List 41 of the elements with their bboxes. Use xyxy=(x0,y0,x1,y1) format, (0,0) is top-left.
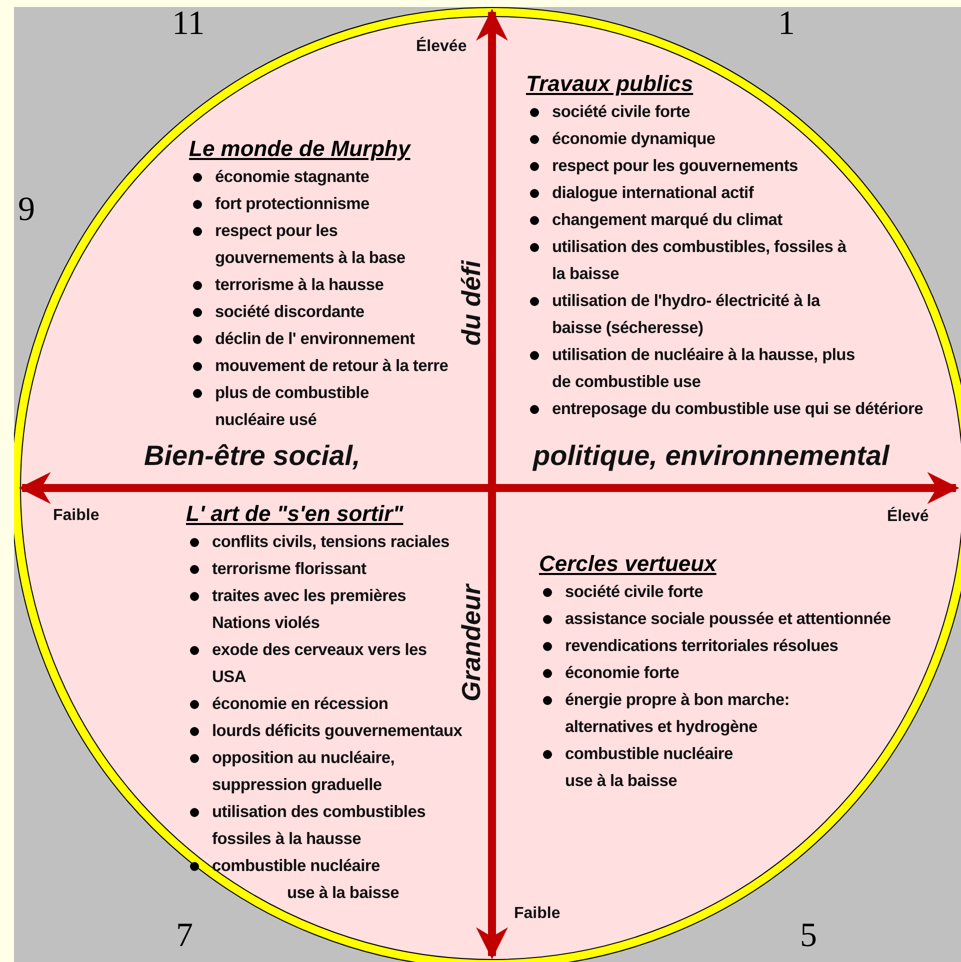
list-item-text: entreposage du combustible use qui se détériore xyxy=(552,399,923,420)
list-item-text: changement marqué du climat xyxy=(552,210,782,231)
list-item-text: fort protectionnisme xyxy=(215,194,370,215)
axis-end-label: Élevé xyxy=(887,509,929,525)
axis-title: Bien-être social, xyxy=(144,442,360,470)
axis-title: Grandeur xyxy=(458,584,484,702)
quadrant-heading: Cercles vertueux xyxy=(539,551,716,577)
list-item-text: terrorisme florissant xyxy=(212,559,366,580)
list-item-text: terrorisme à la hausse xyxy=(215,275,384,296)
list-item-text: mouvement de retour à la terre xyxy=(215,356,448,377)
list-item-text: société discordante xyxy=(215,302,364,323)
clock-number: 7 xyxy=(176,918,193,954)
clock-number: 9 xyxy=(18,192,35,228)
list-item-text: utilisation de l'hydro- électricité à la baisse (sécheresse) xyxy=(552,291,822,339)
list-item-text: revendications territoriales résolues xyxy=(565,636,838,657)
clock-number: 5 xyxy=(800,918,817,954)
quadrant-heading: Travaux publics xyxy=(526,71,694,97)
quadrant-heading: Le monde de Murphy xyxy=(189,136,410,162)
list-item-text: combustible nucléaire use à la baisse xyxy=(565,744,734,792)
clock-number: 11 xyxy=(172,7,205,42)
list-item-text: société civile forte xyxy=(552,102,690,123)
list-item-text: déclin de l' environnement xyxy=(215,329,415,350)
list-item-text: lourds déficits gouvernementaux xyxy=(212,721,462,742)
list-item-text: société civile forte xyxy=(565,582,703,603)
list-item-text: conflits civils, tensions raciales xyxy=(212,532,450,553)
list-item-text: plus de combustible nucléaire usé xyxy=(215,383,370,431)
list-item-text: économie forte xyxy=(565,663,680,684)
axis-end-label: Faible xyxy=(53,508,100,524)
list-item-text: économie dynamique xyxy=(552,129,716,150)
axis-end-label: Élevée xyxy=(416,39,467,55)
list-item-text: dialogue international actif xyxy=(552,183,754,204)
list-item-text: respect pour les gouvernements xyxy=(552,156,798,177)
axis-title: politique, environnemental xyxy=(533,442,890,470)
list-item-text: économie en récession xyxy=(212,694,388,715)
quadrant-heading: L' art de "s'en sortir" xyxy=(186,501,404,527)
list-item-text: combustible nucléaire use à la baisse xyxy=(212,856,400,904)
list-item-text: économie stagnante xyxy=(215,167,370,188)
axis-end-label: Faible xyxy=(514,906,560,922)
axis-title: du défi xyxy=(458,260,484,346)
list-item-text: assistance sociale poussée et attentionnée xyxy=(565,609,891,630)
clock-number: 1 xyxy=(778,7,795,42)
